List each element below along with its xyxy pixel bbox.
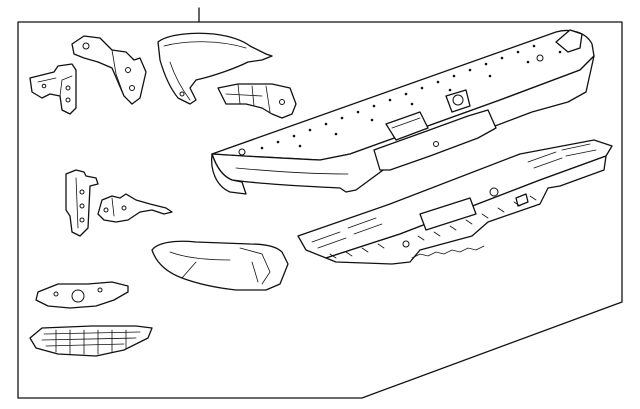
rear-bumper-face-bar [210,29,595,195]
tread-slot-pattern [311,143,597,259]
rear-step-pad [297,139,613,265]
step-pad-plate [35,281,129,309]
bumper-end-cap-upper [157,32,273,105]
lower-support-bracket [97,193,173,223]
grille-pattern [41,329,141,355]
diagram-frame [17,21,623,399]
step-pad-end [151,240,289,291]
step-pad-grille [29,325,153,357]
left-upper-bracket [29,63,77,115]
upper-mounting-plate [71,35,147,105]
inner-brace-bracket [217,83,297,119]
face-bar-hole-pattern [238,44,562,156]
left-lower-bracket [65,169,99,237]
